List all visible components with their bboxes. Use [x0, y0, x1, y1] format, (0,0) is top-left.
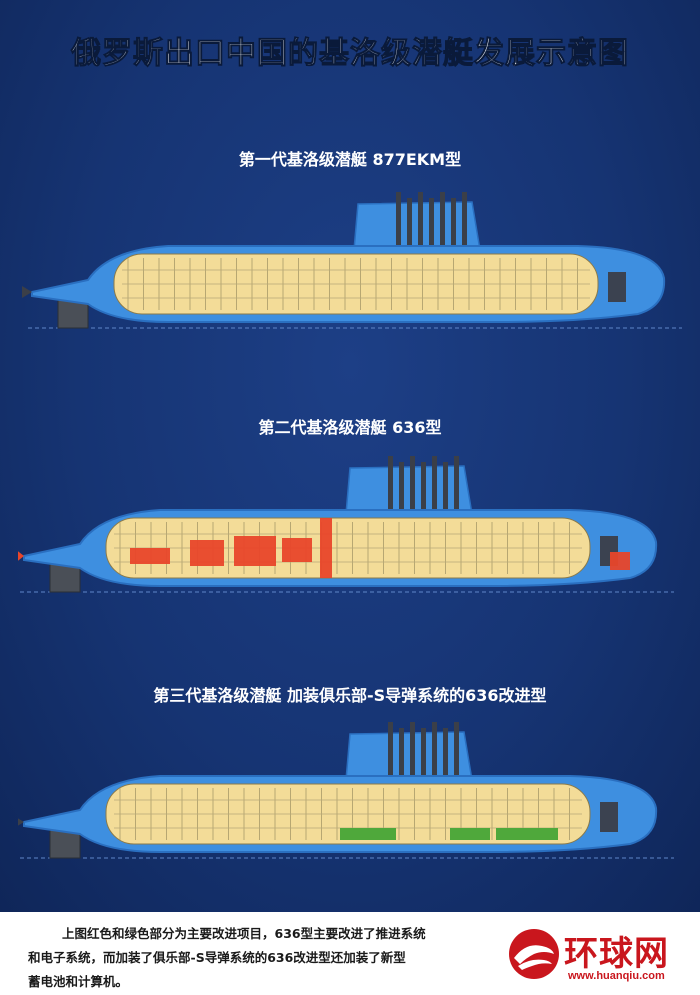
red-upgrade-block [190, 540, 224, 566]
sail [345, 465, 473, 515]
submarine-877-svg [22, 192, 682, 329]
rudder-block [49, 563, 81, 593]
red-upgrade-block [234, 536, 276, 566]
mast [410, 722, 415, 784]
propeller [18, 551, 24, 561]
propeller [22, 286, 32, 298]
green-upgrade-block [450, 828, 490, 840]
caption-area: 上图红色和绿色部分为主要改进项目，636型主要改进了推进系统 和电子系统，而加装… [0, 912, 700, 995]
mast [440, 192, 445, 254]
submarine-group [22, 192, 682, 329]
page-title: 俄罗斯出口中国的基洛级潜艇发展示意图 [71, 36, 629, 72]
mast [421, 728, 426, 790]
mast [454, 456, 459, 518]
mast [454, 722, 459, 784]
mast [388, 456, 393, 518]
caption-line-1: 上图红色和绿色部分为主要改进项目，636型主要改进了推进系统 [62, 926, 426, 941]
submarine-636m-diagram [18, 718, 682, 888]
submarine-636m-svg [18, 722, 674, 859]
green-upgrade-block [340, 828, 396, 840]
propeller [18, 818, 24, 826]
sub-label-636: 第二代基洛级潜艇 636型 [258, 418, 442, 437]
mast [421, 462, 426, 524]
mast [432, 722, 437, 784]
caption-text: 上图红色和绿色部分为主要改进项目，636型主要改进了推进系统 和电子系统，而加装… [28, 922, 498, 994]
submarine-group [18, 456, 674, 593]
caption-line-3: 蓄电池和计算机。 [28, 974, 129, 989]
mast [407, 198, 412, 260]
poster: 俄罗斯出口中国的基洛级潜艇发展示意图 第一代基洛级潜艇 877EKM型 第二代基… [0, 0, 700, 912]
submarine-636-svg [18, 456, 674, 593]
submarine-636-diagram [18, 452, 682, 622]
red-upgrade-block [610, 552, 630, 570]
logo-name: 环球网 [564, 934, 669, 974]
rudder-block [57, 299, 89, 329]
mast [410, 456, 415, 518]
mast [388, 722, 393, 784]
mast [399, 462, 404, 524]
mast [462, 192, 467, 254]
logo-url: www.huanqiu.com [568, 970, 665, 982]
bow-sonar [608, 272, 626, 302]
rudder-block [49, 829, 81, 859]
submarine-877-diagram [18, 188, 682, 358]
submarine-group [18, 722, 674, 859]
sail [353, 201, 481, 251]
mast [396, 192, 401, 254]
huanqiu-logo[interactable]: 环球网 www.huanqiu.com [508, 926, 688, 986]
globe-icon [509, 929, 559, 979]
mast [399, 728, 404, 790]
mast [429, 198, 434, 260]
mast [451, 198, 456, 260]
caption-line-2: 和电子系统，而加装了俱乐部-S导弹系统的636改进型还加装了新型 [28, 950, 406, 965]
mast [443, 462, 448, 524]
mast [432, 456, 437, 518]
sail [345, 731, 473, 781]
sub-label-877: 第一代基洛级潜艇 877EKM型 [238, 150, 462, 169]
sub-label-636m: 第三代基洛级潜艇 加装俱乐部-S导弹系统的636改进型 [153, 686, 547, 705]
mast [443, 728, 448, 790]
green-upgrade-block [496, 828, 558, 840]
mast [418, 192, 423, 254]
red-upgrade-block [320, 518, 332, 578]
red-upgrade-block [130, 548, 170, 564]
bow-sonar [600, 802, 618, 832]
red-upgrade-block [282, 538, 312, 562]
